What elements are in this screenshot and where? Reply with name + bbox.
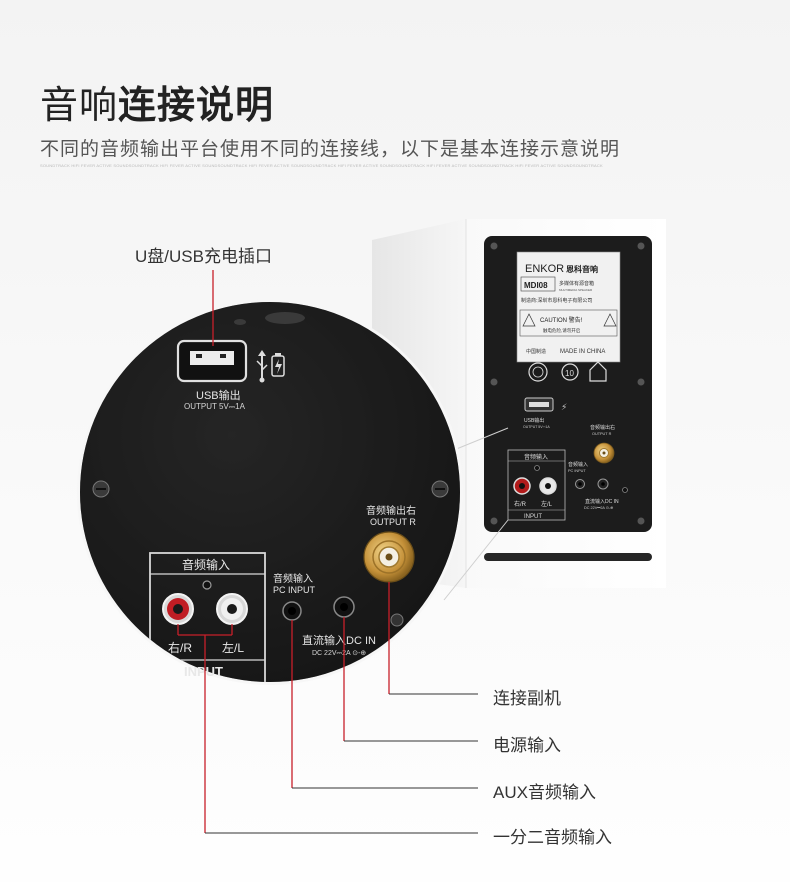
screw-left-icon (92, 480, 110, 498)
page-title: 音响连接说明 (40, 74, 274, 129)
speaker-caution-sub: 触电危险,请勿开启 (543, 327, 580, 334)
rear-panel-details: ENKOR 恩科音响 MDI08 多媒体有源音箱 MULTIMEDIA SPEA… (490, 242, 645, 525)
callout-split: 一分二音频输入 (493, 828, 612, 847)
speaker-left: 左/L (541, 500, 553, 508)
callout-usb: U盘/USB充电插口 (135, 247, 272, 266)
speaker-usb-sub: OUTPUT 5V⎓1A (523, 425, 550, 429)
battery-charge-icon (271, 353, 285, 377)
speaker-maker: 制造商:深圳市恩科电子有限公司 (521, 297, 592, 304)
decorative-micro-text: SOUNDTRACK HIFI FEVER ACTIVE SOUNDSOUNDT… (40, 163, 603, 168)
speaker-pc-cn: 音频输入 (568, 461, 588, 468)
zoom-input-label: INPUT (184, 664, 223, 679)
bass-port (484, 553, 652, 561)
zoom-components: USB输出 OUTPUT 5V⎓1A 音频输入 右/R 左/L INPUT 音频… (92, 339, 449, 679)
speaker-output-cn: 音频输出右 (590, 424, 615, 431)
screw-right-icon (431, 480, 449, 498)
zoom-input-box (149, 552, 266, 682)
speaker-cert-10: 10 (565, 369, 574, 378)
speaker-output-en: OUTPUT R (592, 432, 612, 436)
zoom-circle (77, 299, 463, 685)
callout-slave: 连接副机 (493, 689, 561, 708)
callout-power: 电源输入 (493, 736, 561, 755)
speaker-brand-cn: 恩科音响 (566, 264, 598, 274)
speaker-right: 右/R (514, 500, 527, 508)
zoom-left-label: 左/L (222, 640, 244, 655)
speaker-made-en: MADE IN CHINA (560, 349, 605, 355)
zoom-usb-sub: OUTPUT 5V⎓1A (184, 402, 246, 411)
zoom-output-r-en: OUTPUT R (370, 517, 416, 527)
speaker-usb-symbol-icon: ⚡ (561, 402, 567, 412)
speaker-brand: ENKOR (525, 263, 564, 275)
eco-10-icon (561, 363, 579, 381)
zoom-dc-in: 直流输入DC IN (302, 633, 376, 647)
zoom-right-label: 右/R (168, 640, 192, 655)
speaker-usb-label: USB输出 (524, 417, 544, 424)
rating-label (516, 251, 621, 363)
zoom-dc-sub: DC 22V⎓2A ⊙-⊕ (312, 650, 366, 657)
zoom-output-r-cn: 音频输出右 (366, 504, 416, 517)
speaker-caution: CAUTION 警告! (540, 316, 583, 324)
speaker-input: INPUT (524, 514, 542, 520)
zoom-audio-in-title: 音频输入 (182, 557, 230, 572)
title-bold: 连接说明 (118, 85, 275, 127)
ccc-cert-icon (528, 362, 548, 382)
speaker-dc-in: 直流输入DC IN (585, 498, 619, 505)
zoom-pc-input-en: PC INPUT (273, 585, 316, 595)
speaker-made-cn: 中国制造 (526, 348, 546, 355)
usb-symbol-icon (256, 350, 268, 383)
title-light: 音响 (40, 85, 119, 127)
speaker-audio-in: 音频输入 (524, 453, 548, 461)
speaker-model: MDI08 (524, 281, 548, 290)
zoom-usb-label: USB输出 (196, 388, 241, 402)
speaker-pc-en: PC INPUT (568, 469, 586, 473)
callout-aux: AUX音频输入 (493, 783, 596, 802)
callout-lines (177, 270, 478, 834)
zoom-pc-input-cn: 音频输入 (273, 572, 313, 585)
speaker-model-desc-en: MULTIMEDIA SPEAKER (559, 288, 593, 292)
speaker-model-desc: 多媒体有源音箱 (559, 280, 594, 287)
speaker-dc-sub: DC 22V⎓2A ⊙-⊕ (584, 506, 613, 510)
recycle-house-icon (589, 361, 607, 382)
page-subtitle: 不同的音频输出平台使用不同的连接线，以下是基本连接示意说明 (40, 139, 621, 160)
